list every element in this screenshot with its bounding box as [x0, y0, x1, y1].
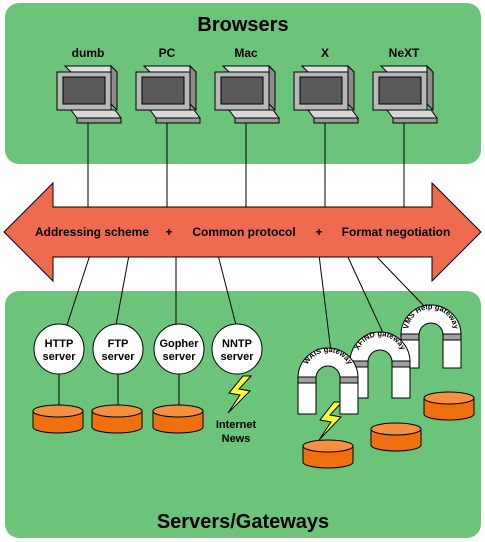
server-gopher: Gopher server — [153, 323, 205, 375]
browser-label-x: X — [321, 46, 329, 60]
browser-label-dumb: dumb — [72, 46, 105, 60]
database-gopher-icon — [152, 404, 204, 434]
server-http: HTTP server — [33, 323, 85, 375]
server-ftp-line2: server — [101, 351, 135, 363]
server-connectors — [66, 254, 427, 353]
browser-connectors — [87, 120, 405, 210]
database-wais-icon — [302, 439, 354, 469]
server-ftp: FTP server — [92, 323, 144, 375]
server-nntp-line2: server — [220, 351, 254, 363]
bus-plus-2: + — [315, 225, 322, 239]
server-ftp-line1: FTP — [108, 338, 129, 350]
servers-title: Servers/Gateways — [157, 511, 329, 533]
server-http-line2: server — [42, 351, 76, 363]
browsers-title: Browsers — [197, 14, 288, 36]
internet-news-line1: Internet — [216, 419, 257, 431]
server-gopher-line1: Gopher — [159, 338, 199, 350]
gateway-xfind: XFIND gateway — [349, 329, 411, 399]
browser-label-mac: Mac — [234, 46, 258, 60]
bus-plus-1: + — [165, 225, 172, 239]
browser-label-next: NeXT — [389, 46, 420, 60]
server-http-line1: HTTP — [45, 338, 74, 350]
bus-format-label: Format negotiation — [342, 225, 451, 239]
database-vmshelp-icon — [423, 391, 475, 421]
protocol-bus-arrow — [3, 181, 482, 283]
server-nntp: NNTP server — [211, 323, 263, 375]
lightning-nntp-icon — [227, 375, 253, 414]
browser-label-pc: PC — [159, 46, 176, 60]
bus-addressing-label: Addressing scheme — [35, 225, 149, 239]
database-http-icon — [32, 404, 84, 434]
database-ftp-icon — [91, 404, 143, 434]
database-xfind-icon — [370, 422, 422, 452]
bus-protocol-label: Common protocol — [192, 225, 295, 239]
internet-news-line2: News — [222, 433, 251, 445]
server-nntp-line1: NNTP — [222, 338, 252, 350]
server-gopher-line2: server — [162, 351, 196, 363]
